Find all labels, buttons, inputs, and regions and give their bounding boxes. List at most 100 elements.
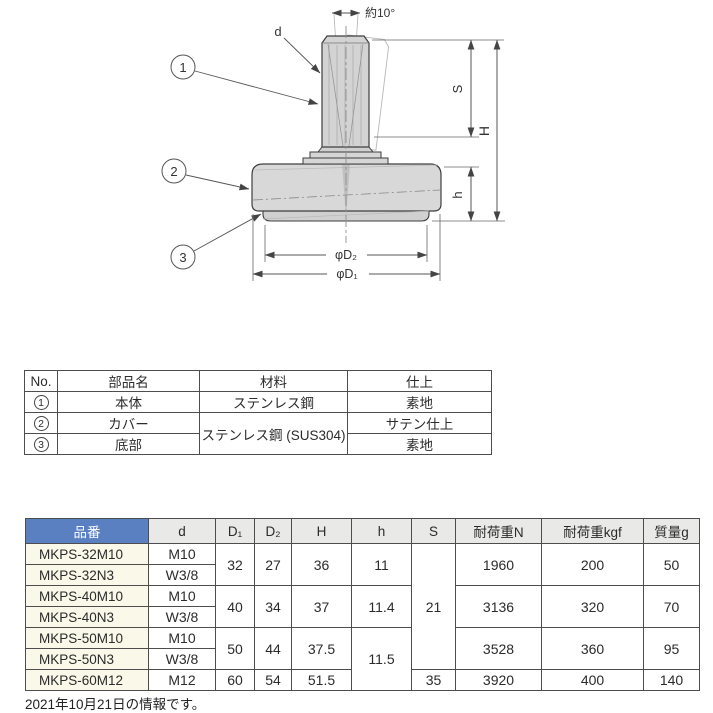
- technical-drawing: 約10° d 1 2 3 S H h φD₂ φD₁: [161, 5, 505, 281]
- callout-3: 3: [170, 213, 262, 270]
- callout-3-number: 3: [179, 250, 186, 265]
- spec-header-load-kgf: 耐荷重kgf: [541, 518, 644, 544]
- dim-label-s: S: [450, 84, 465, 93]
- spec-cell-d1: 60: [215, 669, 255, 691]
- spec-cell-model: MKPS-60M12: [25, 669, 149, 691]
- stud-skirt: [316, 146, 375, 153]
- spec-cell-model: MKPS-32N3: [25, 564, 149, 586]
- callout-2-number: 2: [170, 164, 177, 179]
- parts-header-finish: 仕上: [347, 370, 492, 392]
- dim-label-h-total: H: [476, 126, 492, 136]
- parts-cell-no: 3: [24, 433, 58, 455]
- spec-cell-d2: 27: [254, 543, 292, 586]
- spec-cell-h-base: 11.5: [351, 627, 412, 691]
- spec-cell-load-n: 3136: [455, 585, 542, 628]
- spec-cell-load-kgf: 360: [541, 627, 644, 670]
- spec-cell-load-kgf: 400: [541, 669, 644, 691]
- circled-number: 2: [33, 416, 49, 432]
- spec-cell-d: M10: [148, 585, 216, 607]
- spec-cell-mass: 140: [643, 669, 700, 691]
- parts-row: 2 カバー ステンレス鋼 (SUS304) サテン仕上: [24, 412, 492, 455]
- callout-1: 1: [170, 54, 319, 105]
- spec-cell-load-n: 3528: [455, 627, 542, 670]
- spec-cell-model: MKPS-50N3: [25, 648, 149, 670]
- spec-cell-load-n: 3920: [455, 669, 542, 691]
- parts-cell-finish: 素地: [347, 391, 492, 413]
- spec-cell-load-n: 1960: [455, 543, 542, 586]
- spec-cell-model: MKPS-32M10: [25, 543, 149, 565]
- parts-cell-finish: 素地: [347, 433, 492, 455]
- spec-cell-h-total: 36: [291, 543, 352, 586]
- spec-cell-s: 35: [411, 669, 456, 691]
- parts-header-material: 材料: [199, 370, 348, 392]
- spec-cell-mass: 70: [643, 585, 700, 628]
- collar-step-upper: [309, 151, 382, 159]
- spec-cell-d: M10: [148, 627, 216, 649]
- parts-cell-no: 2: [24, 412, 58, 434]
- spec-cell-d2: 44: [254, 627, 292, 670]
- parts-row: 3 底部 素地: [24, 433, 492, 455]
- thread-d-label: d: [274, 24, 281, 39]
- spec-cell-load-kgf: 320: [541, 585, 644, 628]
- parts-cell-finish: サテン仕上: [347, 412, 492, 434]
- parts-cell-no: 1: [24, 391, 58, 413]
- collar-step-lower: [302, 157, 389, 165]
- spec-row: MKPS-50N3 W3/8: [25, 648, 700, 670]
- circled-number: 3: [33, 437, 49, 453]
- spec-cell-d: M10: [148, 543, 216, 565]
- parts-table: No. 部品名 材料 仕上 1 本体 ステンレス鋼 素地 2 カバー ステンレス…: [24, 370, 492, 455]
- callout-2: 2: [161, 158, 250, 191]
- spec-table: 品番 d D₁ D₂ H h S 耐荷重N 耐荷重kgf 質量g MKPS-32…: [25, 518, 700, 691]
- parts-row: 1 本体 ステンレス鋼 素地: [24, 391, 492, 413]
- spec-cell-d2: 54: [254, 669, 292, 691]
- spec-header-d1: D₁: [215, 518, 255, 544]
- spec-cell-d: W3/8: [148, 564, 216, 586]
- spec-header-h-total: H: [291, 518, 352, 544]
- spec-row: MKPS-50M10 M10 50 44 37.5 11.5 3528 360 …: [25, 627, 700, 691]
- spec-row: MKPS-40M10 M10 40 34 37 11.4 3136 320 70: [25, 585, 700, 628]
- spec-header-load-n: 耐荷重N: [455, 518, 542, 544]
- spec-cell-load-kgf: 200: [541, 543, 644, 586]
- dim-label-d1: φD₁: [336, 267, 357, 281]
- callout-1-number: 1: [179, 60, 186, 75]
- spec-row: MKPS-40N3 W3/8: [25, 606, 700, 628]
- spec-cell-s: 21: [411, 543, 456, 670]
- spec-header-row: 品番 d D₁ D₂ H h S 耐荷重N 耐荷重kgf 質量g: [25, 518, 700, 544]
- spec-header-s: S: [411, 518, 456, 544]
- spec-header-model: 品番: [25, 518, 149, 544]
- spec-header-d2: D₂: [254, 518, 292, 544]
- parts-cell-name: 底部: [57, 433, 200, 455]
- thread-d-leader: [283, 37, 321, 74]
- spec-cell-d1: 32: [215, 543, 255, 586]
- spec-cell-d: M12: [148, 669, 216, 691]
- spec-row: MKPS-32N3 W3/8: [25, 564, 700, 586]
- spec-cell-mass: 95: [643, 627, 700, 670]
- spec-cell-model: MKPS-40M10: [25, 585, 149, 607]
- spec-header-h-base: h: [351, 518, 412, 544]
- spec-cell-h-base: 11: [351, 543, 412, 586]
- dim-label-d2: φD₂: [335, 248, 357, 262]
- spec-row: MKPS-32M10 M10 32 27 36 11 21 1960 200 5…: [25, 543, 700, 670]
- spec-cell-h-total: 37.5: [291, 627, 352, 670]
- stud-taper-right: [348, 43, 364, 147]
- spec-cell-d1: 50: [215, 627, 255, 670]
- angle-label: 約10°: [365, 5, 395, 20]
- spec-cell-h-base: 11.4: [351, 585, 412, 628]
- info-date-note: 2021年10月21日の情報です。: [25, 697, 206, 712]
- parts-header-no: No.: [24, 370, 58, 392]
- extension-lines: [252, 39, 505, 281]
- parts-cell-material: ステンレス鋼 (SUS304): [199, 412, 348, 455]
- dim-label-h-base: h: [450, 191, 465, 198]
- parts-cell-material: ステンレス鋼: [199, 391, 348, 413]
- circled-number: 1: [33, 395, 49, 411]
- stud-taper-left: [327, 43, 344, 147]
- spec-cell-model: MKPS-50M10: [25, 627, 149, 649]
- parts-cell-name: 本体: [57, 391, 200, 413]
- spec-cell-d2: 34: [254, 585, 292, 628]
- spec-row: MKPS-60M12 M12 60 54 51.5 35 3920 400 14…: [25, 669, 700, 691]
- spec-cell-h-total: 37: [291, 585, 352, 628]
- parts-cell-name: カバー: [57, 412, 200, 434]
- spec-cell-h-total: 51.5: [291, 669, 352, 691]
- spec-cell-mass: 50: [643, 543, 700, 586]
- spec-cell-d1: 40: [215, 585, 255, 628]
